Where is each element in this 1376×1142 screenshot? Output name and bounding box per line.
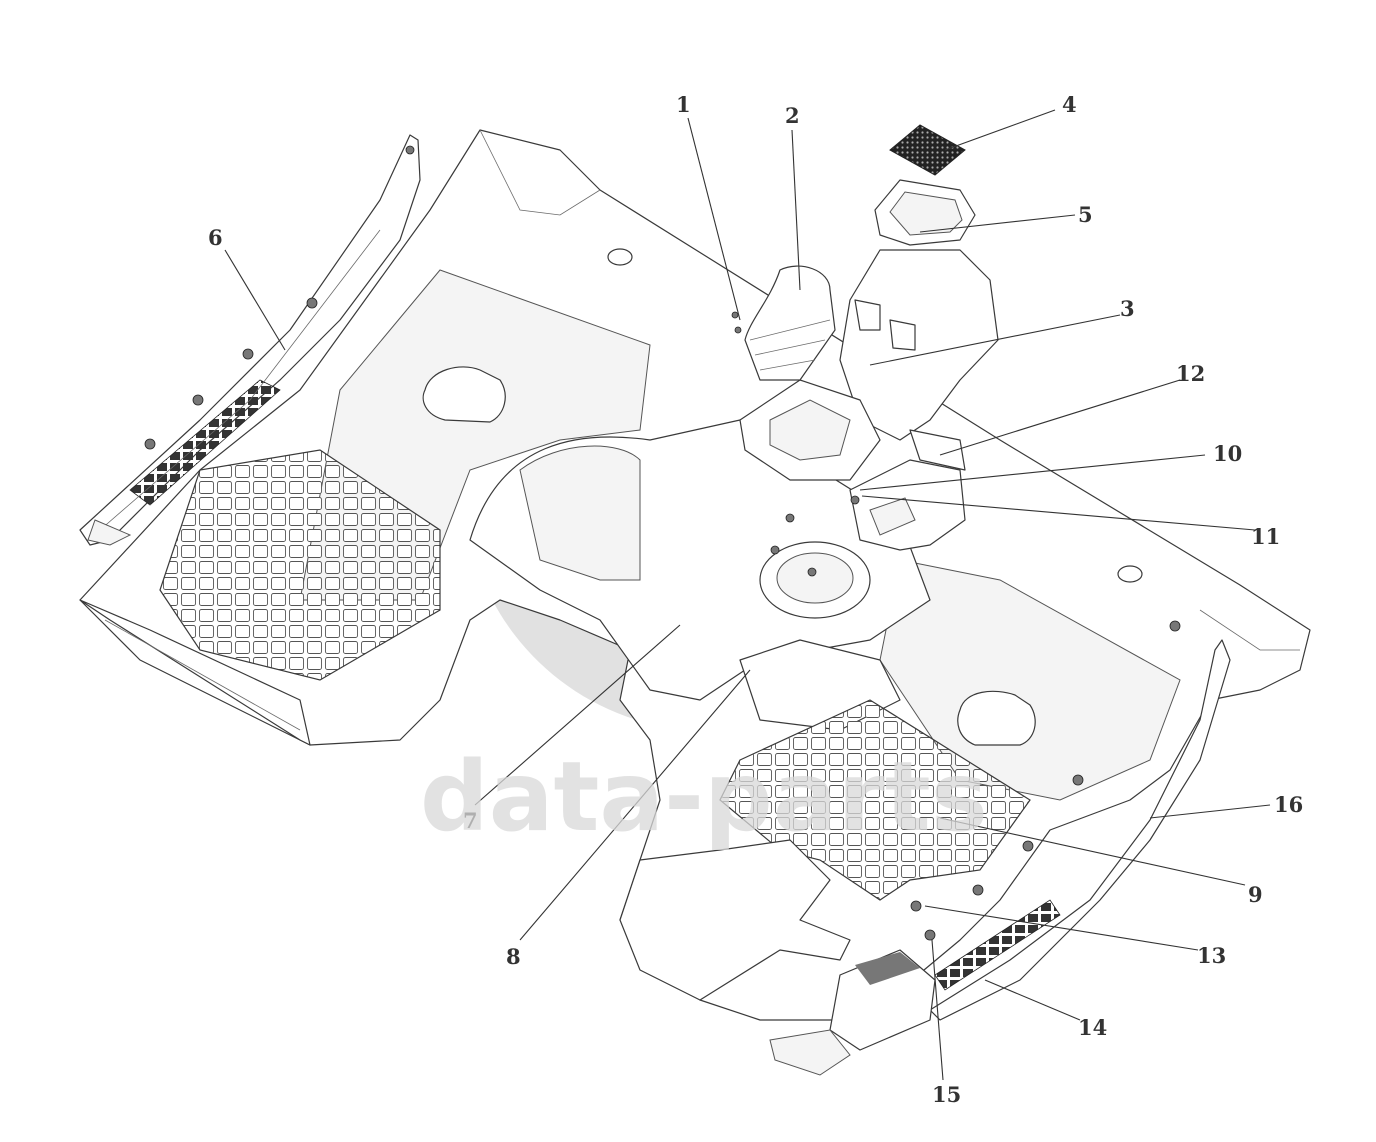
callout-labels: 1 2 3 4 5 6 7 8 9 10 11 12 13 14 15 16 [208, 92, 1303, 1107]
callout-15: 15 [932, 1082, 961, 1107]
callout-9: 9 [1248, 882, 1263, 907]
watermark-text: data-parts [420, 741, 988, 853]
right-floor-mat [619, 699, 1031, 1001]
callout-3: 3 [1120, 296, 1135, 321]
callout-11: 11 [1251, 524, 1280, 549]
fasteners [144, 145, 1181, 941]
callout-10: 10 [1213, 441, 1242, 466]
callout-8: 8 [506, 944, 521, 969]
callout-12: 12 [1176, 361, 1205, 386]
callout-14: 14 [1078, 1015, 1107, 1040]
left-sill-plate [79, 134, 421, 546]
callout-4: 4 [1062, 92, 1077, 117]
callout-7: 7 [463, 808, 478, 833]
callout-5: 5 [1078, 202, 1093, 227]
left-floor-mat [79, 449, 441, 746]
cup-holder [744, 265, 836, 381]
callout-2: 2 [785, 103, 800, 128]
tray-rubber-mat [889, 124, 966, 176]
leader-lines [224, 109, 1271, 1081]
center-console [739, 249, 999, 481]
callout-16: 16 [1274, 792, 1303, 817]
storage-tray [874, 179, 976, 246]
shift-boot-ring [759, 541, 871, 619]
callout-13: 13 [1197, 943, 1226, 968]
callout-6: 6 [208, 225, 223, 250]
callout-1: 1 [676, 92, 691, 117]
